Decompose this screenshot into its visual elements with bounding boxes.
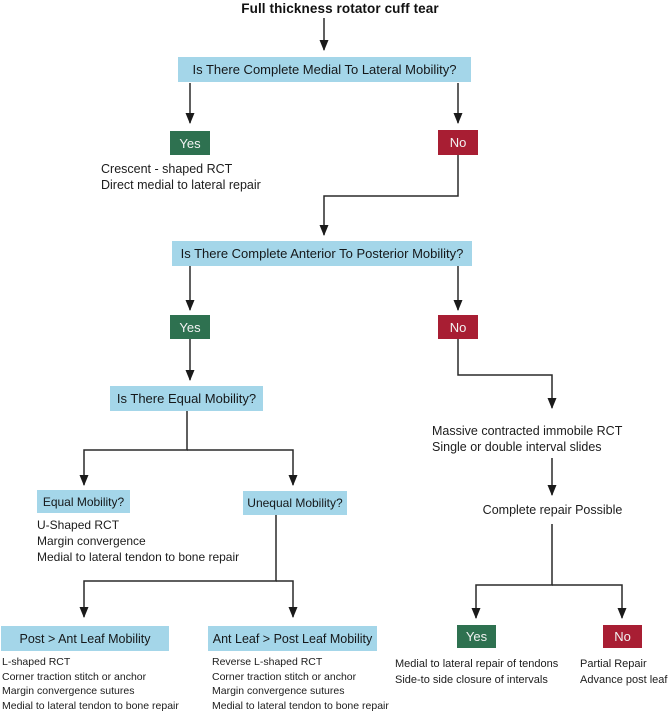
crescent-note-line: Crescent - shaped RCT [101,162,233,176]
complete-repair-no-notes: Partial Repair Advance post leaf [580,657,667,688]
reverse-l-note-line: Reverse L-shaped RCT [212,656,323,668]
complete-repair-no-badge: No [603,625,642,648]
connector-unequal-antpost [276,580,298,618]
connector-q3-unequal [187,449,298,486]
reverse-l-shaped-notes: Reverse L-shaped RCT Corner traction sti… [212,655,389,713]
u-shaped-note-line: Medial to lateral tendon to bone repair [37,550,240,564]
repair-no-note-line: Partial Repair [580,658,647,670]
connector-no1-q2 [319,155,459,236]
complete-repair-yes-badge: Yes [457,625,496,648]
connector-no2-massive [457,339,557,409]
node-ant-gt-post-leaf-mobility: Ant Leaf > Post Leaf Mobility [208,626,377,651]
node-equal-mobility: Equal Mobility? [37,490,130,513]
l-shaped-note-line: L-shaped RCT [2,656,71,668]
l-shaped-note-line: Margin convergence sutures [2,685,135,697]
repair-yes-note-line: Side-to side closure of intervals [395,673,548,686]
crescent-note-line: Direct medial to lateral repair [101,178,261,192]
repair-yes-note-line: Medial to lateral repair of tendons [395,658,559,670]
node-post-gt-ant-leaf-mobility: Post > Ant Leaf Mobility [1,626,169,651]
reverse-l-note-line: Margin convergence sutures [212,685,345,697]
connector-unequal-postant [79,515,277,618]
question-medial-to-lateral-mobility: Is There Complete Medial To Lateral Mobi… [178,57,471,82]
massive-rct-notes: Massive contracted immobile RCT Single o… [432,424,622,455]
l-shaped-note-line: Corner traction stitch or anchor [2,670,147,683]
repair-no-note-line: Advance post leaf [580,673,668,686]
u-shaped-notes: U-Shaped RCT Margin convergence Medial t… [37,517,239,565]
question-anterior-to-posterior-mobility: Is There Complete Anterior To Posterior … [172,241,472,266]
q2-yes-badge: Yes [170,315,210,339]
massive-note-line: Single or double interval slides [432,439,602,454]
u-shaped-note-line: Margin convergence [37,534,146,548]
question-equal-mobility: Is There Equal Mobility? [110,386,263,411]
root-node-title: Full thickness rotator cuff tear [241,1,439,16]
reverse-l-note-line: Medial to lateral tendon to bone repair [212,699,389,712]
reverse-l-note-line: Corner traction stitch or anchor [212,670,357,683]
connector-q3-equal [79,411,188,486]
crescent-notes: Crescent - shaped RCT Direct medial to l… [101,161,261,193]
q1-yes-badge: Yes [170,131,210,155]
node-unequal-mobility: Unequal Mobility? [243,491,347,515]
u-shaped-note-line: U-Shaped RCT [37,518,120,532]
l-shaped-note-line: Medial to lateral tendon to bone repair [2,699,179,712]
q1-no-badge: No [438,130,478,155]
q2-no-badge: No [438,315,478,339]
massive-note-line: Massive contracted immobile RCT [432,424,623,438]
connector-complete-no [552,584,627,619]
l-shaped-notes: L-shaped RCT Corner traction stitch or a… [2,655,179,713]
complete-repair-yes-notes: Medial to lateral repair of tendons Side… [395,657,558,688]
node-complete-repair-possible: Complete repair Possible [482,503,623,517]
connector-complete-yes [471,524,553,619]
